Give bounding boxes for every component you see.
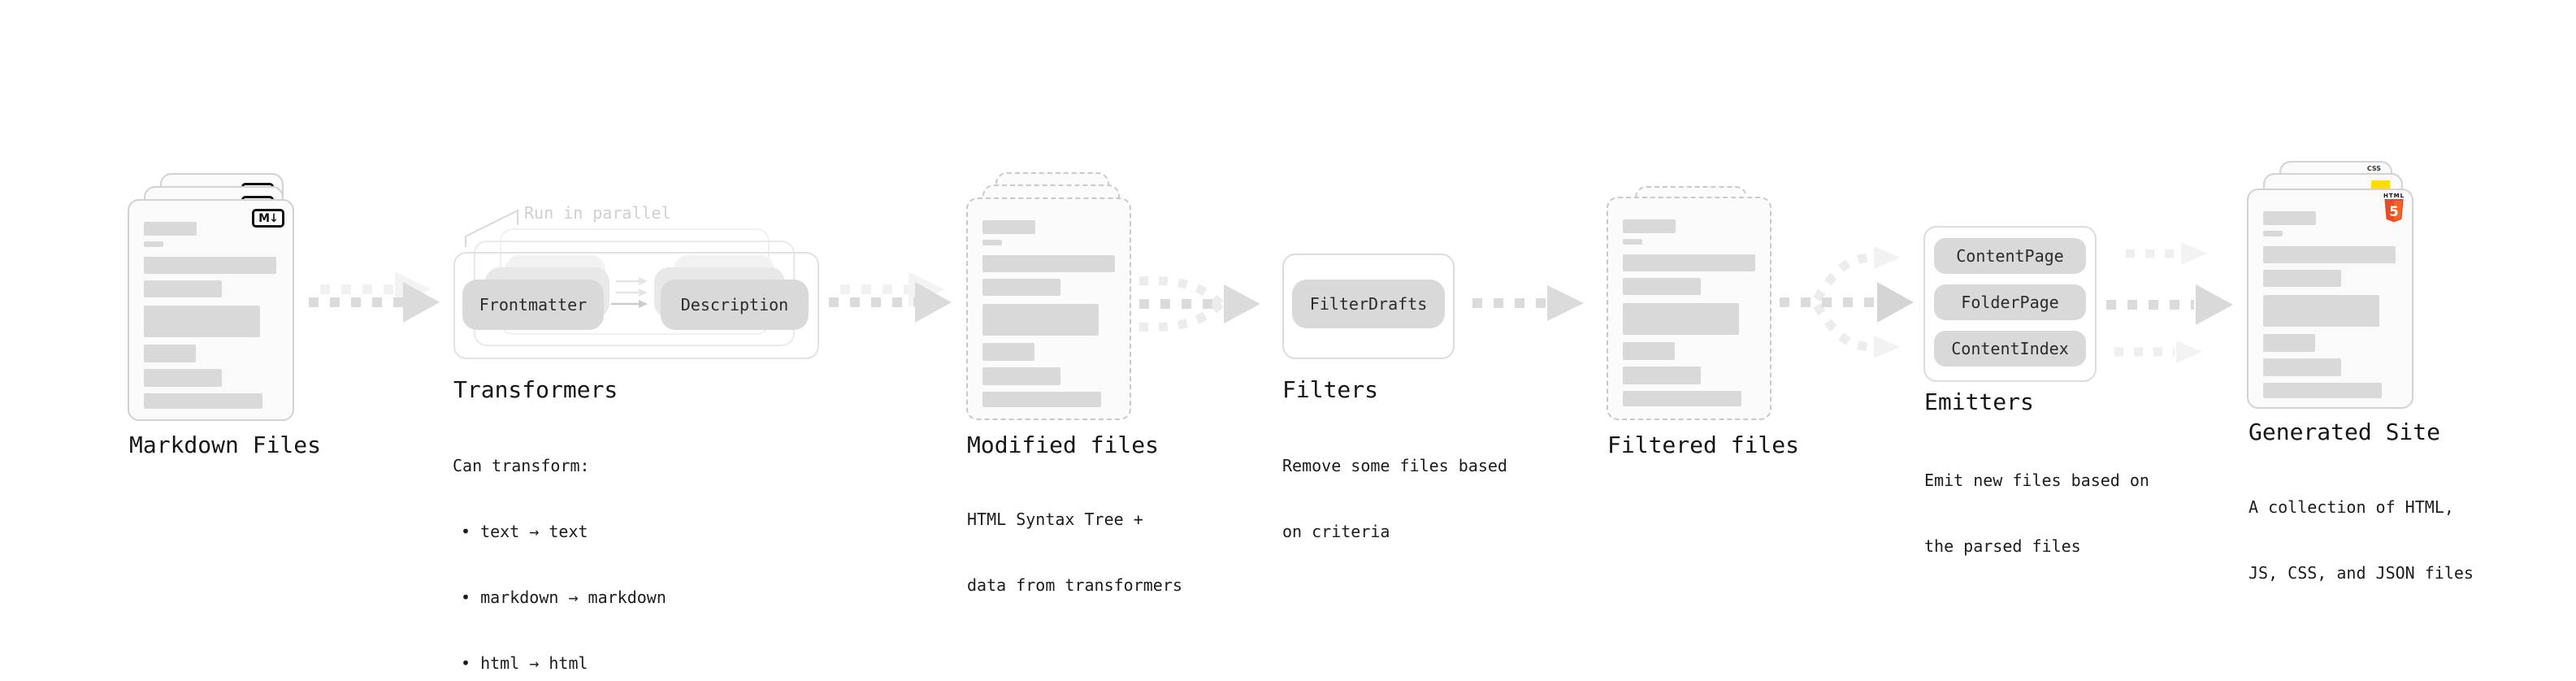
filter-pill-filterdrafts: FilterDrafts xyxy=(1292,280,1445,328)
doc-line xyxy=(2263,383,2382,398)
stage-label-transformers: Transformers xyxy=(453,376,618,403)
stage-desc-modified-files: HTML Syntax Tree + data from transformer… xyxy=(967,510,1182,595)
doc-line xyxy=(1623,303,1739,335)
doc-line xyxy=(144,345,196,362)
doc-placeholder-lines xyxy=(129,222,293,409)
bullet-item: • html → html xyxy=(461,653,588,673)
arrow-markdown-to-transformers xyxy=(309,271,440,323)
emitter-pill-contentindex: ContentIndex xyxy=(1934,331,2086,367)
doc-line xyxy=(144,280,222,297)
doc-line xyxy=(144,257,276,274)
doc-line xyxy=(1623,278,1701,295)
arrow-transformers-to-modified xyxy=(829,271,952,323)
html5-icon: HTML 5 xyxy=(2383,193,2405,226)
markdown-icon: M↓ xyxy=(252,209,284,228)
doc-line xyxy=(982,343,1034,361)
file-card-front xyxy=(1607,197,1772,420)
svg-text:5: 5 xyxy=(2389,204,2398,219)
doc-placeholder-lines xyxy=(2249,211,2412,398)
doc-line xyxy=(982,392,1101,407)
emitter-pill-folderpage: FolderPage xyxy=(1934,284,2086,320)
doc-line xyxy=(1623,391,1741,406)
arrow-filtered-to-emitters xyxy=(1780,246,1914,358)
doc-line xyxy=(144,241,163,247)
doc-line xyxy=(982,220,1035,234)
doc-line xyxy=(1623,239,1642,245)
arrow-filters-to-filtered xyxy=(1472,285,1584,321)
doc-line xyxy=(982,255,1115,272)
doc-line xyxy=(982,304,1099,336)
doc-line xyxy=(2263,334,2315,352)
transformer-pill-frontmatter: Frontmatter xyxy=(462,280,604,330)
doc-line xyxy=(2263,270,2341,287)
doc-line xyxy=(2263,211,2316,225)
bullet-item: • text → text xyxy=(461,522,588,541)
doc-line xyxy=(1623,219,1676,233)
emitter-pill-contentpage: ContentPage xyxy=(1934,238,2086,274)
doc-line xyxy=(1623,254,1755,271)
transformer-pill-description: Description xyxy=(661,280,809,330)
arrow-modified-to-filters xyxy=(1138,276,1260,332)
file-card-front xyxy=(966,197,1131,420)
doc-line xyxy=(2263,231,2283,236)
stage-label-emitters: Emitters xyxy=(1924,388,2034,415)
doc-line xyxy=(144,369,222,387)
stage-label-filters: Filters xyxy=(1282,376,1379,403)
stage-desc-emitters: Emit new files based on the parsed files xyxy=(1924,471,2149,556)
doc-line xyxy=(144,306,260,337)
doc-line xyxy=(1623,342,1675,360)
stage-label-filtered-files: Filtered files xyxy=(1607,432,1800,458)
doc-line xyxy=(144,393,262,409)
doc-line xyxy=(982,279,1060,296)
transformer-layer-front xyxy=(453,252,819,359)
doc-placeholder-lines xyxy=(1608,219,1770,406)
doc-line xyxy=(2263,295,2379,327)
bullet-item: • markdown → markdown xyxy=(461,588,666,607)
javascript-icon xyxy=(2371,180,2390,189)
file-card-front: HTML 5 xyxy=(2247,189,2413,409)
desc-title: Can transform: xyxy=(453,456,590,475)
run-in-parallel-note: Run in parallel xyxy=(524,203,671,223)
doc-line xyxy=(1623,367,1701,384)
doc-line xyxy=(2263,246,2396,263)
stage-label-generated-site: Generated Site xyxy=(2249,419,2441,445)
doc-line xyxy=(2263,358,2341,376)
doc-line xyxy=(144,222,197,236)
stage-desc-generated-site: A collection of HTML, JS, CSS, and JSON … xyxy=(2249,497,2474,583)
stage-label-markdown-files: Markdown Files xyxy=(129,432,322,458)
html5-shield-icon: 5 xyxy=(2384,199,2404,223)
doc-placeholder-lines xyxy=(968,220,1130,407)
stage-desc-transformers: Can transform: • text → text • markdown … xyxy=(453,411,666,681)
stage-desc-filters: Remove some files based on criteria xyxy=(1282,456,1507,541)
doc-line xyxy=(982,367,1060,385)
stage-label-modified-files: Modified files xyxy=(967,432,1160,458)
arrow-emitters-to-generated xyxy=(2106,242,2233,363)
doc-line xyxy=(982,240,1002,245)
file-card-front: M↓ xyxy=(128,199,294,421)
